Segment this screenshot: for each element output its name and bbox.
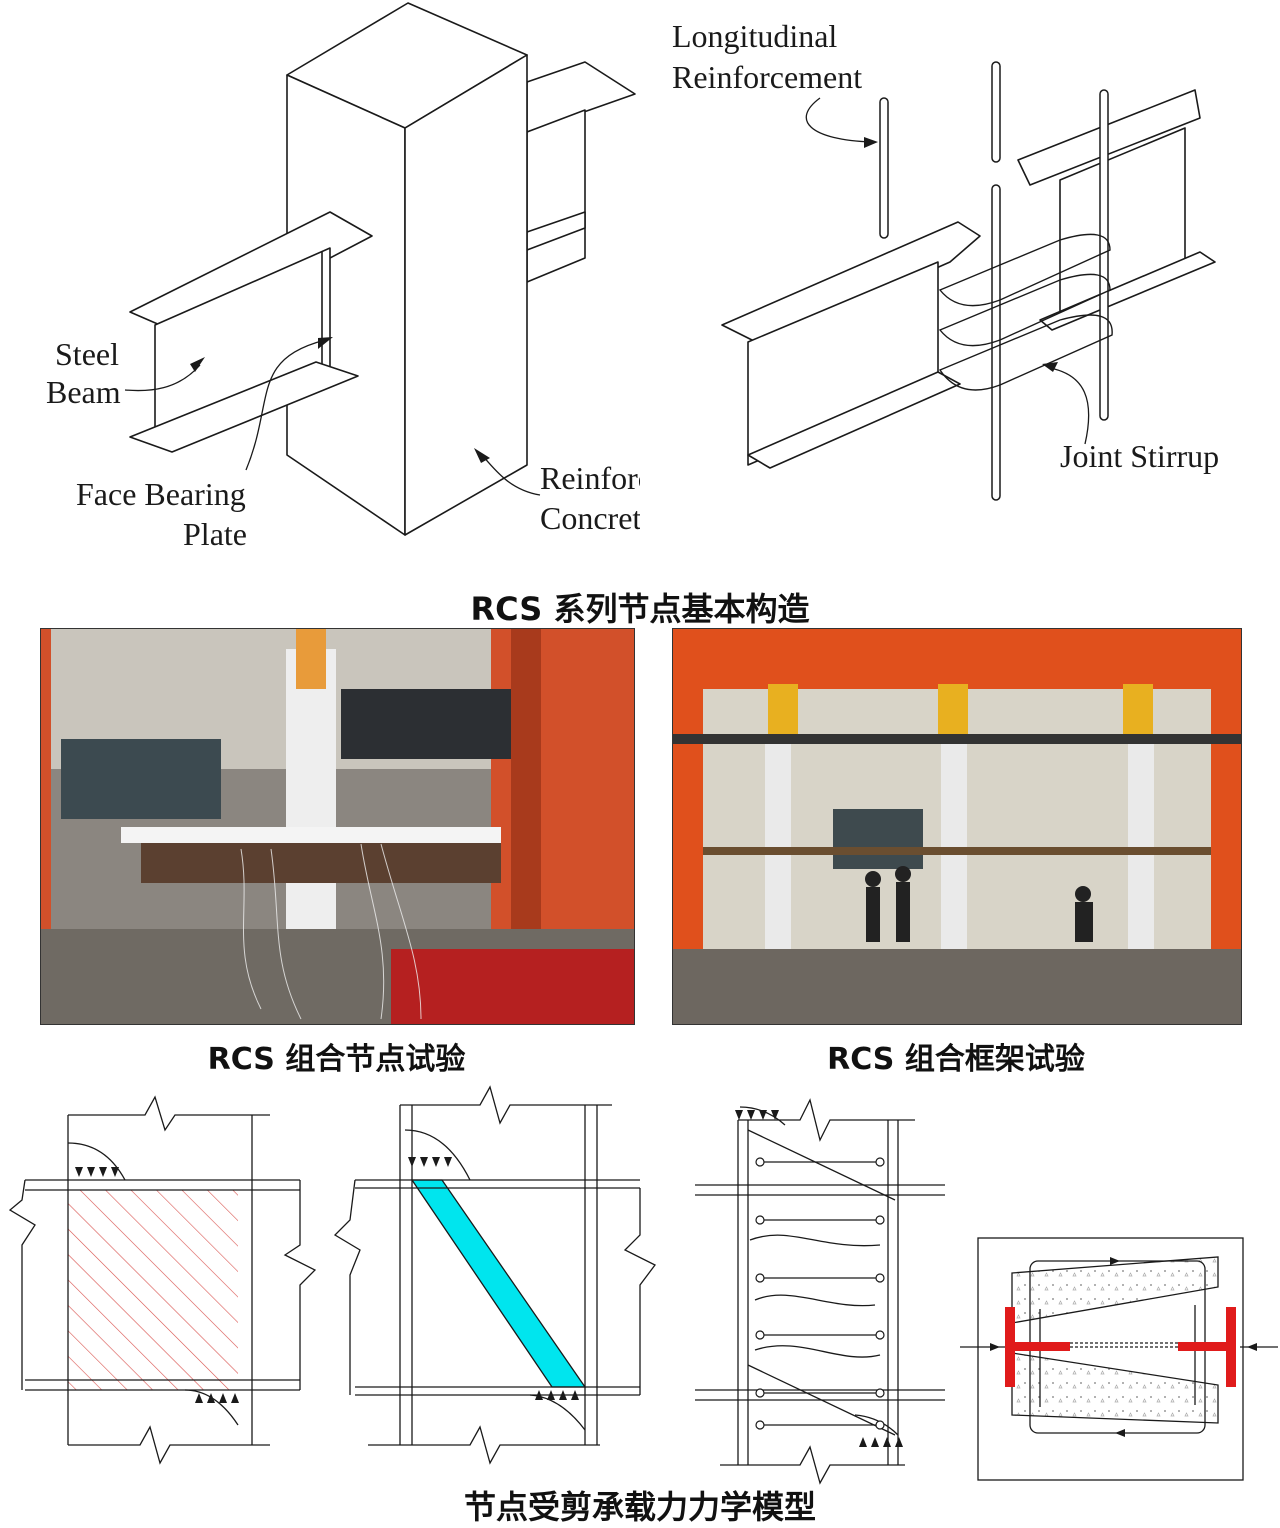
label-steel-beam-2: Beam [46, 374, 121, 410]
frame-test-photo [672, 628, 1242, 1025]
model-4-steel [1005, 1307, 1236, 1387]
model-3-arrows [735, 1110, 903, 1447]
model-concrete-struts [960, 1237, 1278, 1481]
label-column-2: Concrete Column [540, 500, 640, 536]
model-2-arrows [408, 1157, 579, 1400]
caption-shear-model: 节点受剪承载力力学模型 [463, 1488, 816, 1526]
label-steel-beam-1: Steel [55, 336, 119, 372]
label-column-1: Reinforced [540, 460, 640, 496]
model-1-arrows [75, 1167, 239, 1403]
label-longitudinal-2: Reinforcement [672, 59, 862, 95]
model-stirrup-truss [695, 1098, 945, 1485]
caption-joint-test: RCS 组合节点试验 [207, 1042, 466, 1077]
shear-models-diagram [8, 1085, 1278, 1485]
model-diagonal-strut [333, 1085, 656, 1465]
label-longitudinal-1: Longitudinal [672, 18, 837, 54]
label-face-bearing-2: Plate [183, 516, 247, 552]
column-side-face [404, 54, 528, 536]
caption-basic-construction: RCS 系列节点基本构造 [470, 590, 810, 628]
model-3-nodes [755, 1157, 885, 1430]
label-joint-stirrup: Joint Stirrup [1060, 438, 1219, 474]
beam-bottom-flange [129, 361, 359, 453]
caption-frame-test: RCS 组合框架试验 [827, 1042, 1085, 1077]
model-4-arrows [990, 1257, 1257, 1437]
model-hatched-panel [8, 1095, 317, 1465]
label-face-bearing-1: Face Bearing [76, 476, 246, 512]
rcs-joint-isometric-diagram: Steel Beam Face Bearing Plate Reinforced… [46, 2, 640, 552]
joint-test-photo [40, 628, 635, 1025]
reinforcement-detail-diagram: Longitudinal Reinforcement Joint Stirrup [672, 18, 1219, 501]
